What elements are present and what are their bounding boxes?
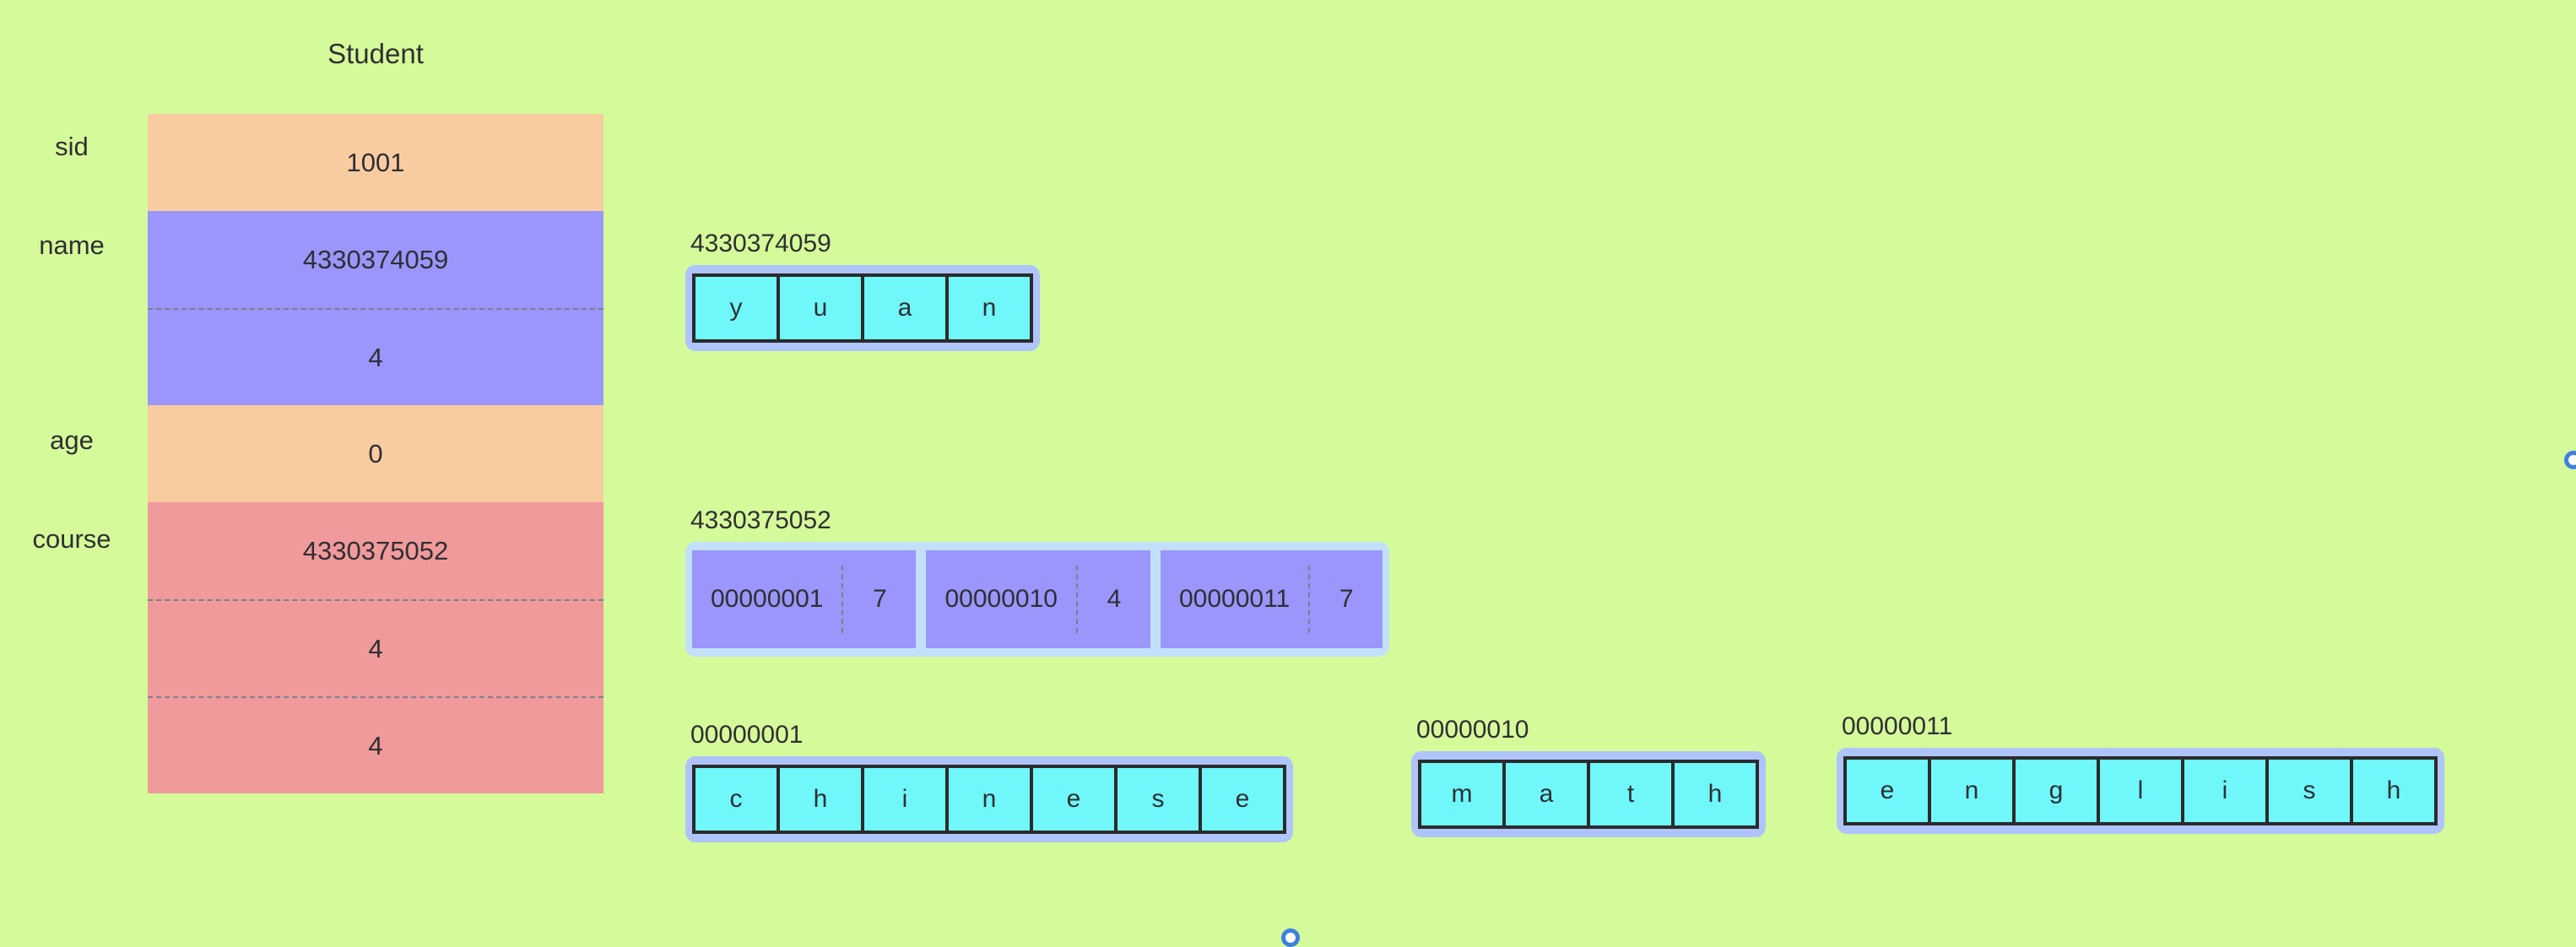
char-cell: e (1030, 765, 1118, 834)
array-node-course[interactable]: 4330375052 00000001 7 00000010 4 0000001… (685, 505, 1390, 657)
char-cell: h (777, 765, 864, 834)
resize-handle-right[interactable] (2564, 451, 2576, 469)
array-node-chinese-frame: c h i n e s e (685, 756, 1293, 842)
pointer-cell: 00000011 7 (1160, 550, 1383, 648)
char-cell: m (1418, 760, 1506, 829)
pointer-cell-key: 00000010 (944, 585, 1058, 613)
struct-field-label-age: age (50, 425, 94, 455)
char-cell: i (861, 765, 949, 834)
pointer-cell: 00000001 7 (692, 550, 917, 648)
array-node-english[interactable]: 00000011 e n g l i s h (1837, 711, 2444, 834)
array-node-course-label: 4330375052 (690, 506, 831, 534)
array-node-name-frame: y u a n (685, 265, 1040, 351)
struct-node-student[interactable]: 1001 4330374059 4 0 4330375052 4 4 (148, 114, 603, 793)
array-node-chinese-label: 00000001 (690, 721, 804, 749)
struct-cell: 4 (148, 696, 603, 793)
pointer-cell-key: 00000011 (1178, 585, 1291, 613)
struct-cell: 4330374059 (302, 244, 449, 274)
char-cell: a (861, 273, 949, 343)
pointer-cell-value: 7 (873, 585, 887, 613)
char-cell: h (1671, 760, 1759, 829)
array-node-english-frame: e n g l i s h (1837, 748, 2444, 834)
array-node-chinese[interactable]: 00000001 c h i n e s e (685, 719, 1293, 842)
struct-field-course: 4330375052 4 4 (148, 502, 603, 793)
char-cell: e (1843, 756, 1931, 825)
char-cell: g (2012, 756, 2100, 825)
struct-cell: 1001 (346, 147, 405, 177)
struct-field-label-name: name (39, 230, 105, 260)
struct-cell: 4 (148, 599, 603, 696)
struct-field-label-sid: sid (55, 132, 89, 161)
char-cell: n (1928, 756, 2016, 825)
struct-field-label-course: course (32, 524, 111, 554)
struct-field-age: 0 (148, 405, 603, 502)
char-cell: h (2350, 756, 2438, 825)
char-cell: a (1502, 760, 1590, 829)
char-cell: i (2181, 756, 2269, 825)
char-cell: e (1199, 765, 1286, 834)
char-cell: y (692, 273, 780, 343)
struct-field-sid: 1001 (148, 114, 603, 211)
pointer-cell: 00000010 4 (926, 550, 1150, 648)
array-node-math-frame: m a t h (1411, 751, 1766, 837)
struct-title: Student (327, 38, 424, 69)
struct-cell: 0 (368, 438, 383, 468)
pointer-cell-separator (1308, 565, 1311, 633)
char-cell: u (777, 273, 864, 343)
pointer-cell-separator (842, 565, 844, 633)
pointer-cell-value: 7 (1339, 585, 1354, 613)
char-cell: s (1114, 765, 1202, 834)
char-cell: t (1587, 760, 1675, 829)
resize-handle-bottom[interactable] (1281, 928, 1300, 947)
array-node-math[interactable]: 00000010 m a t h (1411, 714, 1766, 837)
char-cell: n (945, 273, 1033, 343)
char-cell: s (2265, 756, 2353, 825)
char-cell: n (945, 765, 1033, 834)
struct-field-name: 4330374059 4 (148, 211, 603, 405)
pointer-cell-key: 00000001 (711, 585, 824, 613)
array-node-english-label: 00000011 (1842, 712, 1953, 740)
array-node-name[interactable]: 4330374059 y u a n (685, 228, 1040, 351)
pointer-cell-value: 4 (1107, 585, 1122, 613)
array-node-course-frame: 00000001 7 00000010 4 00000011 7 (685, 542, 1390, 657)
char-cell: l (2097, 756, 2184, 825)
struct-cell: 4330375052 (302, 535, 449, 565)
char-cell: c (692, 765, 780, 834)
struct-cell: 4 (148, 308, 603, 405)
pointer-cell-separator (1075, 565, 1078, 633)
array-node-math-label: 00000010 (1416, 716, 1529, 744)
array-node-name-label: 4330374059 (690, 230, 831, 257)
